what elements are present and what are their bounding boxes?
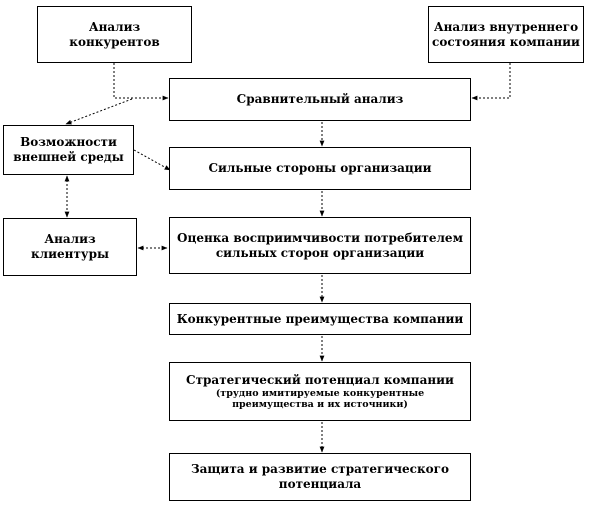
node-line: Стратегический потенциал компании bbox=[186, 373, 454, 387]
node-line: внешней среды bbox=[13, 150, 124, 164]
node-advantages: Конкурентные преимущества компании bbox=[169, 303, 471, 335]
node-competitor-analysis: Анализ конкурентов bbox=[37, 6, 192, 63]
node-line: сильных сторон организации bbox=[215, 245, 425, 260]
node-strategic-potential: Стратегический потенциал компании (трудн… bbox=[169, 362, 471, 421]
node-subline: преимущества и их источники) bbox=[232, 399, 408, 410]
node-clientele: Анализ клиентуры bbox=[3, 218, 137, 276]
node-perception: Оценка восприимчивости потребителем силь… bbox=[169, 217, 471, 274]
arrow-comparative-to-opportunities bbox=[65, 98, 133, 125]
arrow-internal-to-comparative bbox=[471, 63, 511, 101]
node-line: Возможности bbox=[20, 135, 117, 149]
node-line: Конкурентные преимущества компании bbox=[176, 311, 464, 326]
node-subline: (трудно имитируемые конкурентные bbox=[215, 388, 425, 399]
node-opportunities: Возможности внешней среды bbox=[3, 125, 134, 175]
node-line: Оценка восприимчивости потребителем bbox=[177, 230, 463, 245]
node-strengths: Сильные стороны организации bbox=[169, 147, 471, 190]
node-line: Анализ bbox=[88, 19, 141, 34]
node-line: Защита и развитие стратегического bbox=[191, 462, 449, 476]
arrow-opportunities-to-strengths bbox=[133, 149, 171, 171]
node-protection: Защита и развитие стратегического потенц… bbox=[169, 453, 471, 501]
node-line: Сравнительный анализ bbox=[236, 92, 404, 106]
node-line: Анализ bbox=[44, 232, 96, 246]
node-comparative-analysis: Сравнительный анализ bbox=[169, 78, 471, 121]
node-line: Анализ внутреннего bbox=[433, 19, 579, 34]
node-line: клиентуры bbox=[31, 247, 109, 261]
node-line: конкурентов bbox=[69, 34, 160, 49]
node-internal-analysis: Анализ внутреннего состояния компании bbox=[428, 6, 584, 63]
node-line: Сильные стороны организации bbox=[208, 161, 432, 175]
arrow-competitors-to-comparative bbox=[113, 63, 169, 101]
node-line: потенциала bbox=[278, 477, 362, 491]
node-line: состояния компании bbox=[432, 34, 580, 49]
